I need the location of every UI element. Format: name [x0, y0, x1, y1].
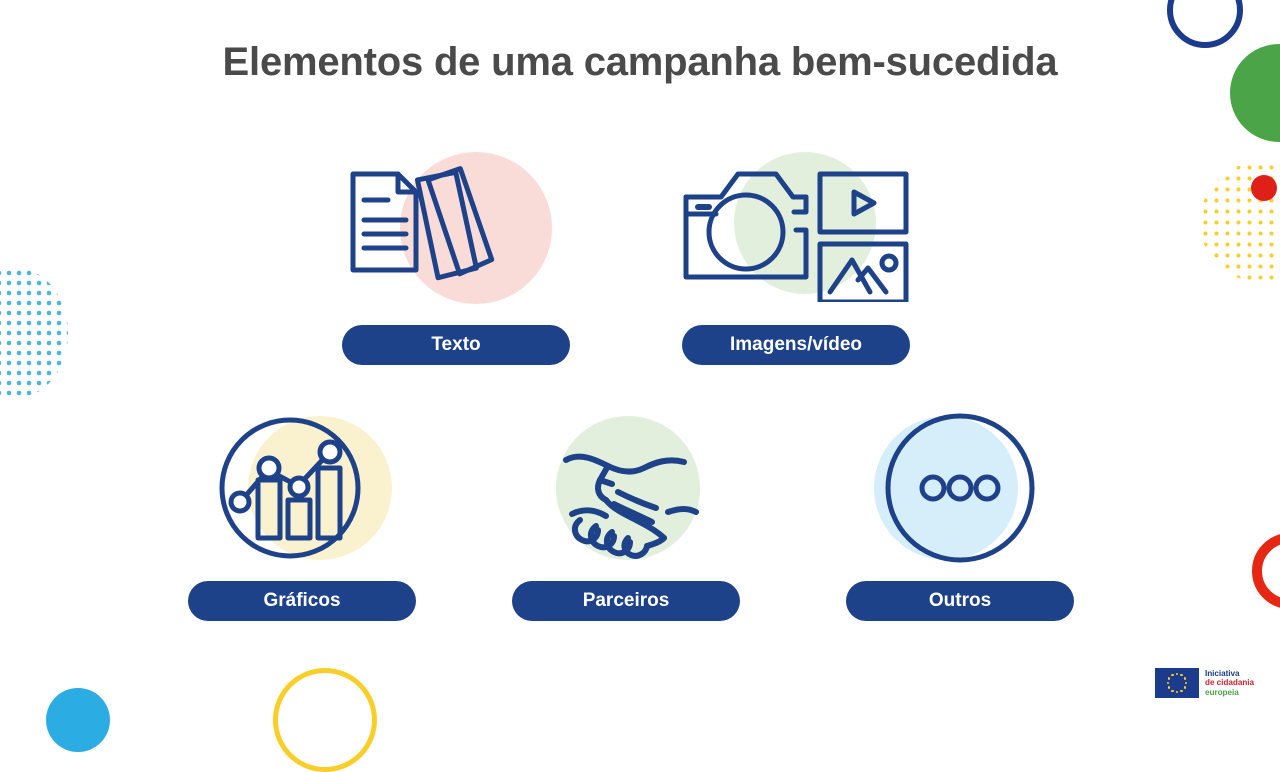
card-texto [336, 152, 576, 304]
icon-area-texto [336, 152, 576, 304]
documents-icon [350, 166, 495, 281]
eu-star [1175, 690, 1179, 694]
camera-media-icon [683, 171, 909, 302]
decoration-yellow-ring [273, 668, 377, 772]
decoration-red-ring [1252, 533, 1280, 609]
pill-imagens-video[interactable]: Imagens/vídeo [682, 325, 910, 365]
pill-parceiros[interactable]: Parceiros [512, 581, 740, 621]
pill-graficos[interactable]: Gráficos [188, 581, 416, 621]
decoration-cyan-circle [46, 688, 110, 752]
eu-initiative-logo: Iniciativa de cidadania europeia [1155, 668, 1254, 698]
card-graficos [180, 408, 420, 568]
page-title: Elementos de uma campanha bem-sucedida [222, 40, 1058, 84]
bar-line-chart-icon [219, 417, 361, 559]
eu-star [1166, 681, 1170, 685]
icon-area-parceiros [508, 408, 748, 568]
icon-area-graficos [180, 408, 420, 568]
icon-area-outros [840, 408, 1080, 568]
decoration-red-dot [1251, 175, 1277, 201]
icon-area-imagens-video [676, 152, 916, 302]
eu-logo-line-2: de cidadania [1205, 678, 1254, 688]
handshake-icon [563, 453, 699, 559]
eu-logo-line-1: Iniciativa [1205, 668, 1240, 678]
eu-star [1167, 686, 1171, 689]
eu-star [1183, 677, 1187, 680]
decoration-yellow-dot-grid [1200, 162, 1280, 282]
card-outros [840, 408, 1080, 568]
eu-star [1180, 689, 1183, 693]
eu-star [1167, 677, 1171, 680]
decoration-cyan-dot-grid [0, 268, 68, 398]
eu-star [1183, 686, 1187, 689]
pill-texto[interactable]: Texto [342, 325, 570, 365]
eu-flag-icon [1155, 668, 1199, 698]
eu-star [1175, 672, 1179, 676]
eu-logo-line-3: europeia [1205, 687, 1239, 697]
eu-star [1171, 689, 1174, 693]
card-parceiros [508, 408, 748, 568]
pill-outros[interactable]: Outros [846, 581, 1074, 621]
eu-star [1180, 673, 1183, 677]
eu-logo-text: Iniciativa de cidadania europeia [1205, 669, 1254, 698]
ellipsis-circle-icon [885, 413, 1035, 563]
eu-star [1171, 673, 1174, 677]
card-imagens-video [676, 152, 916, 302]
eu-star [1184, 681, 1188, 685]
